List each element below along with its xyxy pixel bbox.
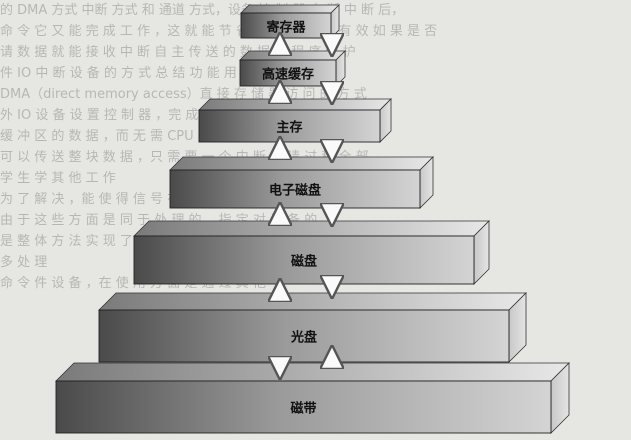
tier-label: 主存 bbox=[276, 120, 303, 136]
tier-label: 磁带 bbox=[290, 401, 317, 417]
tier-block bbox=[98, 292, 527, 363]
tier-block bbox=[169, 156, 434, 209]
tier-top-face bbox=[55, 362, 570, 382]
tier-top-face bbox=[240, 4, 340, 14]
background-text-line: 多 处 理 bbox=[0, 255, 48, 270]
tier-front-face bbox=[133, 235, 475, 285]
tier-top-face bbox=[98, 292, 527, 311]
tier-label: 磁盘 bbox=[290, 254, 318, 270]
tier-top-face bbox=[169, 156, 434, 171]
tier-front-face bbox=[169, 169, 421, 209]
background-text-line: 学 生 学 其 他 工 作 bbox=[0, 171, 116, 186]
tier-top-face bbox=[133, 220, 490, 237]
tier-label: 高速缓存 bbox=[261, 67, 315, 83]
tier-front-face bbox=[55, 380, 552, 434]
tier-top-face bbox=[239, 50, 346, 61]
tier-top-face bbox=[198, 98, 392, 111]
tier-label: 寄存器 bbox=[266, 20, 306, 35]
tier-label: 电子磁盘 bbox=[268, 183, 322, 199]
tier-front-face bbox=[98, 309, 510, 363]
tier-block bbox=[55, 362, 570, 434]
tier-label: 光盘 bbox=[290, 330, 318, 346]
tier-block bbox=[133, 220, 490, 285]
